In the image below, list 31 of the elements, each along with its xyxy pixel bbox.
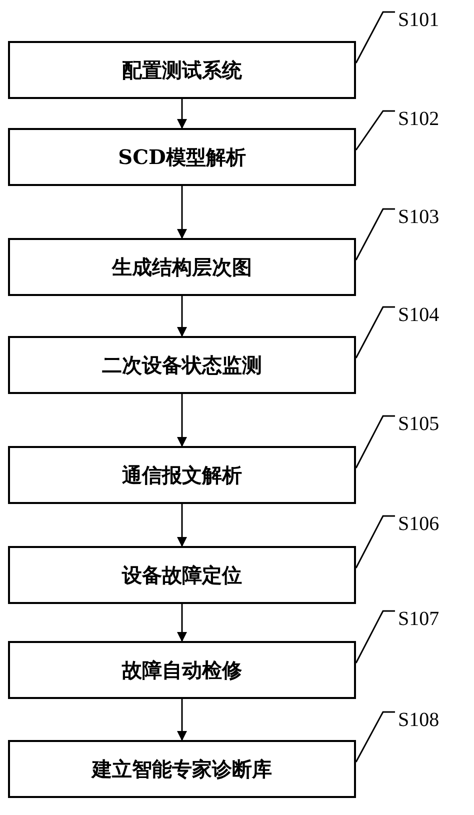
step-label: S108: [398, 710, 440, 730]
process-box: 通信报文解析: [8, 446, 356, 504]
process-box: 建立智能专家诊断库: [8, 740, 356, 798]
arrow: [177, 504, 187, 547]
step-label: S101: [398, 10, 440, 30]
leader-line: [355, 415, 395, 468]
leader-line: [355, 11, 395, 64]
step-label: S107: [398, 609, 440, 629]
step-label: S102: [398, 109, 440, 129]
leader-line: [355, 515, 395, 568]
arrow: [177, 394, 187, 447]
arrow: [177, 186, 187, 239]
process-box: 配置测试系统: [8, 41, 356, 99]
step-label: S103: [398, 207, 440, 227]
leader-line: [355, 110, 395, 150]
step-label: S105: [398, 414, 440, 434]
process-box: 二次设备状态监测: [8, 336, 356, 394]
leader-line: [355, 610, 395, 664]
arrow: [177, 604, 187, 642]
process-box: 生成结构层次图: [8, 238, 356, 296]
leader-line: [355, 711, 395, 762]
leader-line: [355, 306, 395, 358]
step-label: S104: [398, 305, 440, 325]
arrow: [177, 296, 187, 337]
arrow: [177, 99, 187, 129]
leader-line: [355, 208, 395, 260]
step-label: S106: [398, 514, 440, 534]
process-box: 设备故障定位: [8, 546, 356, 604]
process-box: SCD模型解析: [8, 128, 356, 186]
process-box: 故障自动检修: [8, 641, 356, 699]
arrow: [177, 699, 187, 741]
